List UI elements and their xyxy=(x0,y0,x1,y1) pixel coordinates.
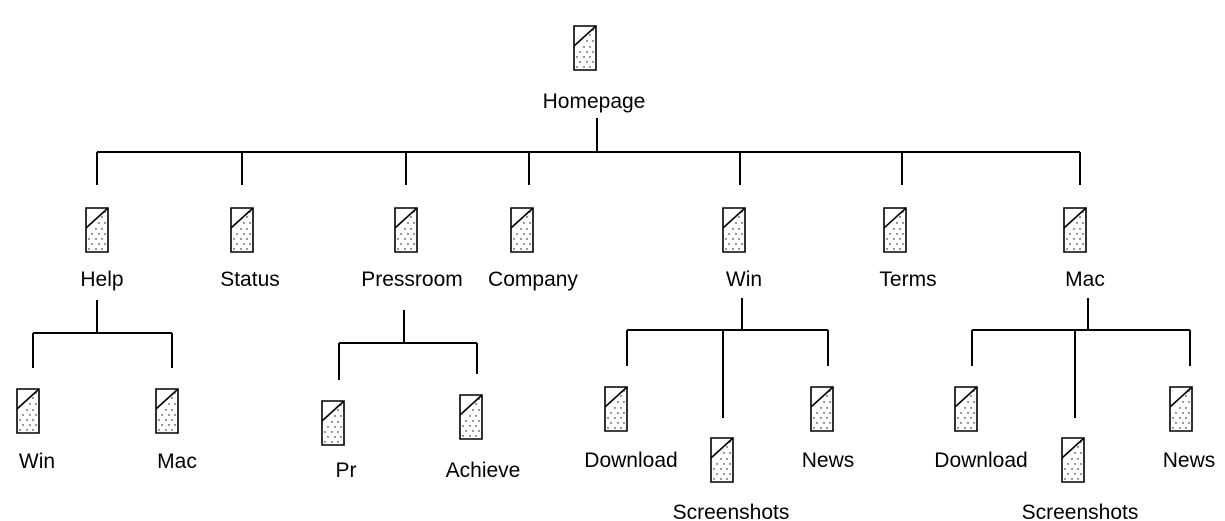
page-document-icon xyxy=(810,386,834,432)
node-label: Mac xyxy=(157,450,197,473)
node-label: Win xyxy=(726,268,762,291)
node-label: Terms xyxy=(879,268,936,291)
node-label: News xyxy=(802,449,855,472)
node-label: Company xyxy=(488,268,578,291)
node-pressroom: Pressroom xyxy=(361,207,463,291)
page-document-icon xyxy=(573,25,597,71)
page-document-icon xyxy=(722,207,746,253)
node-label: Achieve xyxy=(446,459,521,482)
page-document-icon xyxy=(954,386,978,432)
page-document-icon xyxy=(1063,207,1087,253)
node-label: News xyxy=(1163,449,1216,472)
node-win-screenshots: Screenshots xyxy=(673,437,790,521)
node-label: Help xyxy=(80,268,123,291)
node-status: Status xyxy=(220,207,280,291)
node-label: Status xyxy=(220,268,280,291)
node-mac-download: Download xyxy=(934,386,1028,472)
page-document-icon xyxy=(510,207,534,253)
page-document-icon xyxy=(85,207,109,253)
node-pressroom-achieve: Achieve xyxy=(446,394,521,482)
node-help-win: Win xyxy=(16,388,55,473)
page-document-icon xyxy=(459,394,483,440)
page-document-icon xyxy=(321,400,345,446)
node-mac: Mac xyxy=(1063,207,1105,291)
node-label: Pressroom xyxy=(361,268,463,291)
node-help: Help xyxy=(80,207,124,291)
page-document-icon xyxy=(883,207,907,253)
node-label: Download xyxy=(584,449,677,472)
page-document-icon xyxy=(1061,437,1085,483)
node-mac-news: News xyxy=(1163,386,1216,472)
node-mac-screenshots: Screenshots xyxy=(1022,437,1139,521)
node-label: Download xyxy=(934,449,1027,472)
node-label: Win xyxy=(19,450,55,473)
page-document-icon xyxy=(394,207,418,253)
node-label: Homepage xyxy=(543,90,646,113)
node-label: Pr xyxy=(336,459,357,482)
node-label: Screenshots xyxy=(1022,501,1139,521)
node-company: Company xyxy=(488,207,578,291)
node-win-download: Download xyxy=(584,386,678,472)
node-terms: Terms xyxy=(879,207,937,291)
node-help-mac: Mac xyxy=(155,388,197,473)
node-label: Mac xyxy=(1065,268,1105,291)
node-pressroom-pr: Pr xyxy=(321,400,357,482)
node-homepage: Homepage xyxy=(543,25,646,113)
node-label: Screenshots xyxy=(673,501,790,521)
node-win-news: News xyxy=(802,386,855,472)
page-document-icon xyxy=(1169,386,1193,432)
page-document-icon xyxy=(604,386,628,432)
page-document-icon xyxy=(155,388,179,434)
connectors xyxy=(32,118,1191,418)
page-document-icon xyxy=(230,207,254,253)
page-document-icon xyxy=(710,437,734,483)
page-document-icon xyxy=(16,388,40,434)
node-win: Win xyxy=(722,207,762,291)
